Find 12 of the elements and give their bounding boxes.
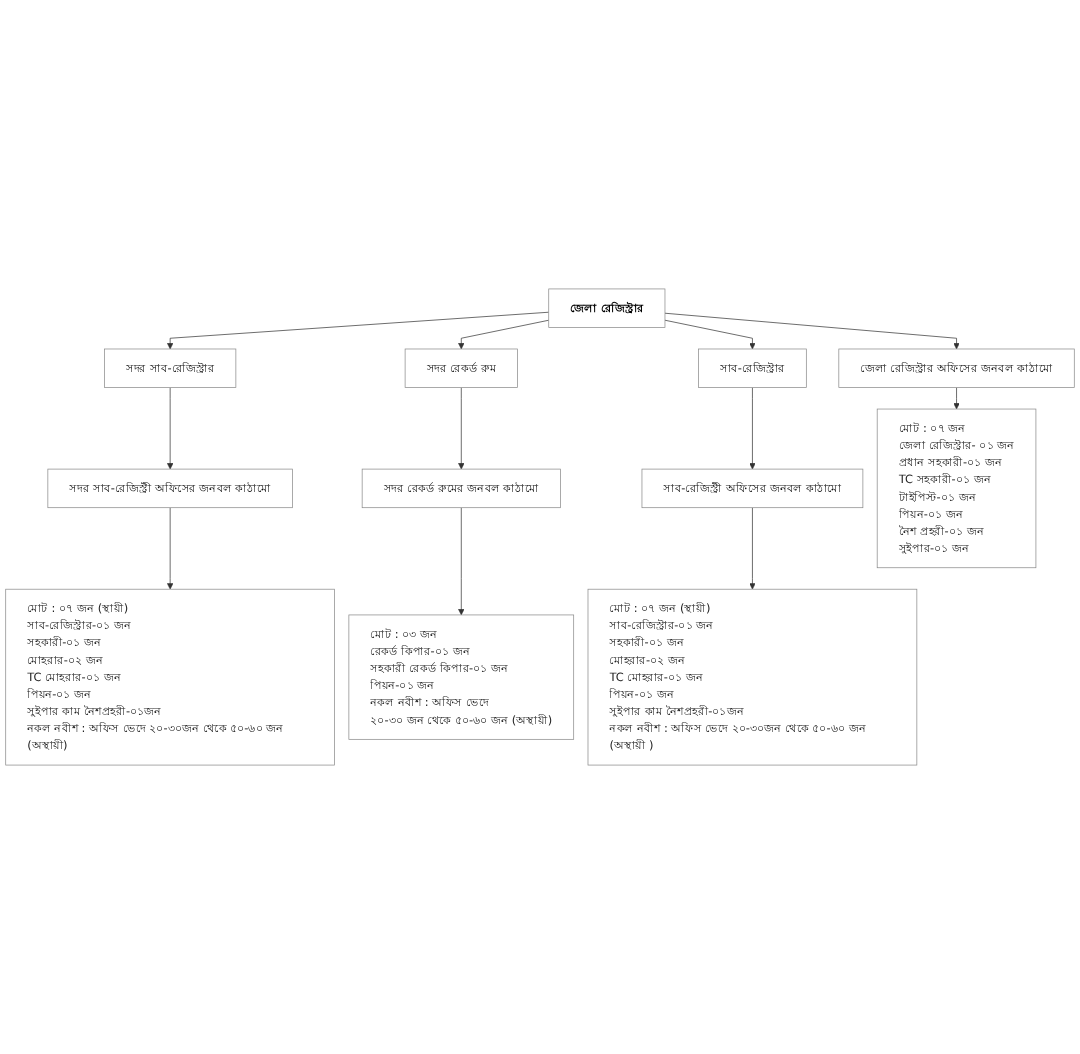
node-box bbox=[548, 288, 666, 328]
node-box bbox=[587, 588, 918, 766]
node-box bbox=[641, 468, 864, 509]
node-box bbox=[698, 348, 807, 388]
node-box bbox=[838, 348, 1075, 388]
node-box bbox=[47, 468, 293, 509]
node-box bbox=[5, 588, 335, 766]
node-box bbox=[361, 468, 561, 509]
node-box bbox=[348, 614, 575, 740]
node-box bbox=[104, 348, 237, 388]
node-box bbox=[876, 408, 1037, 569]
node-box bbox=[404, 348, 518, 388]
